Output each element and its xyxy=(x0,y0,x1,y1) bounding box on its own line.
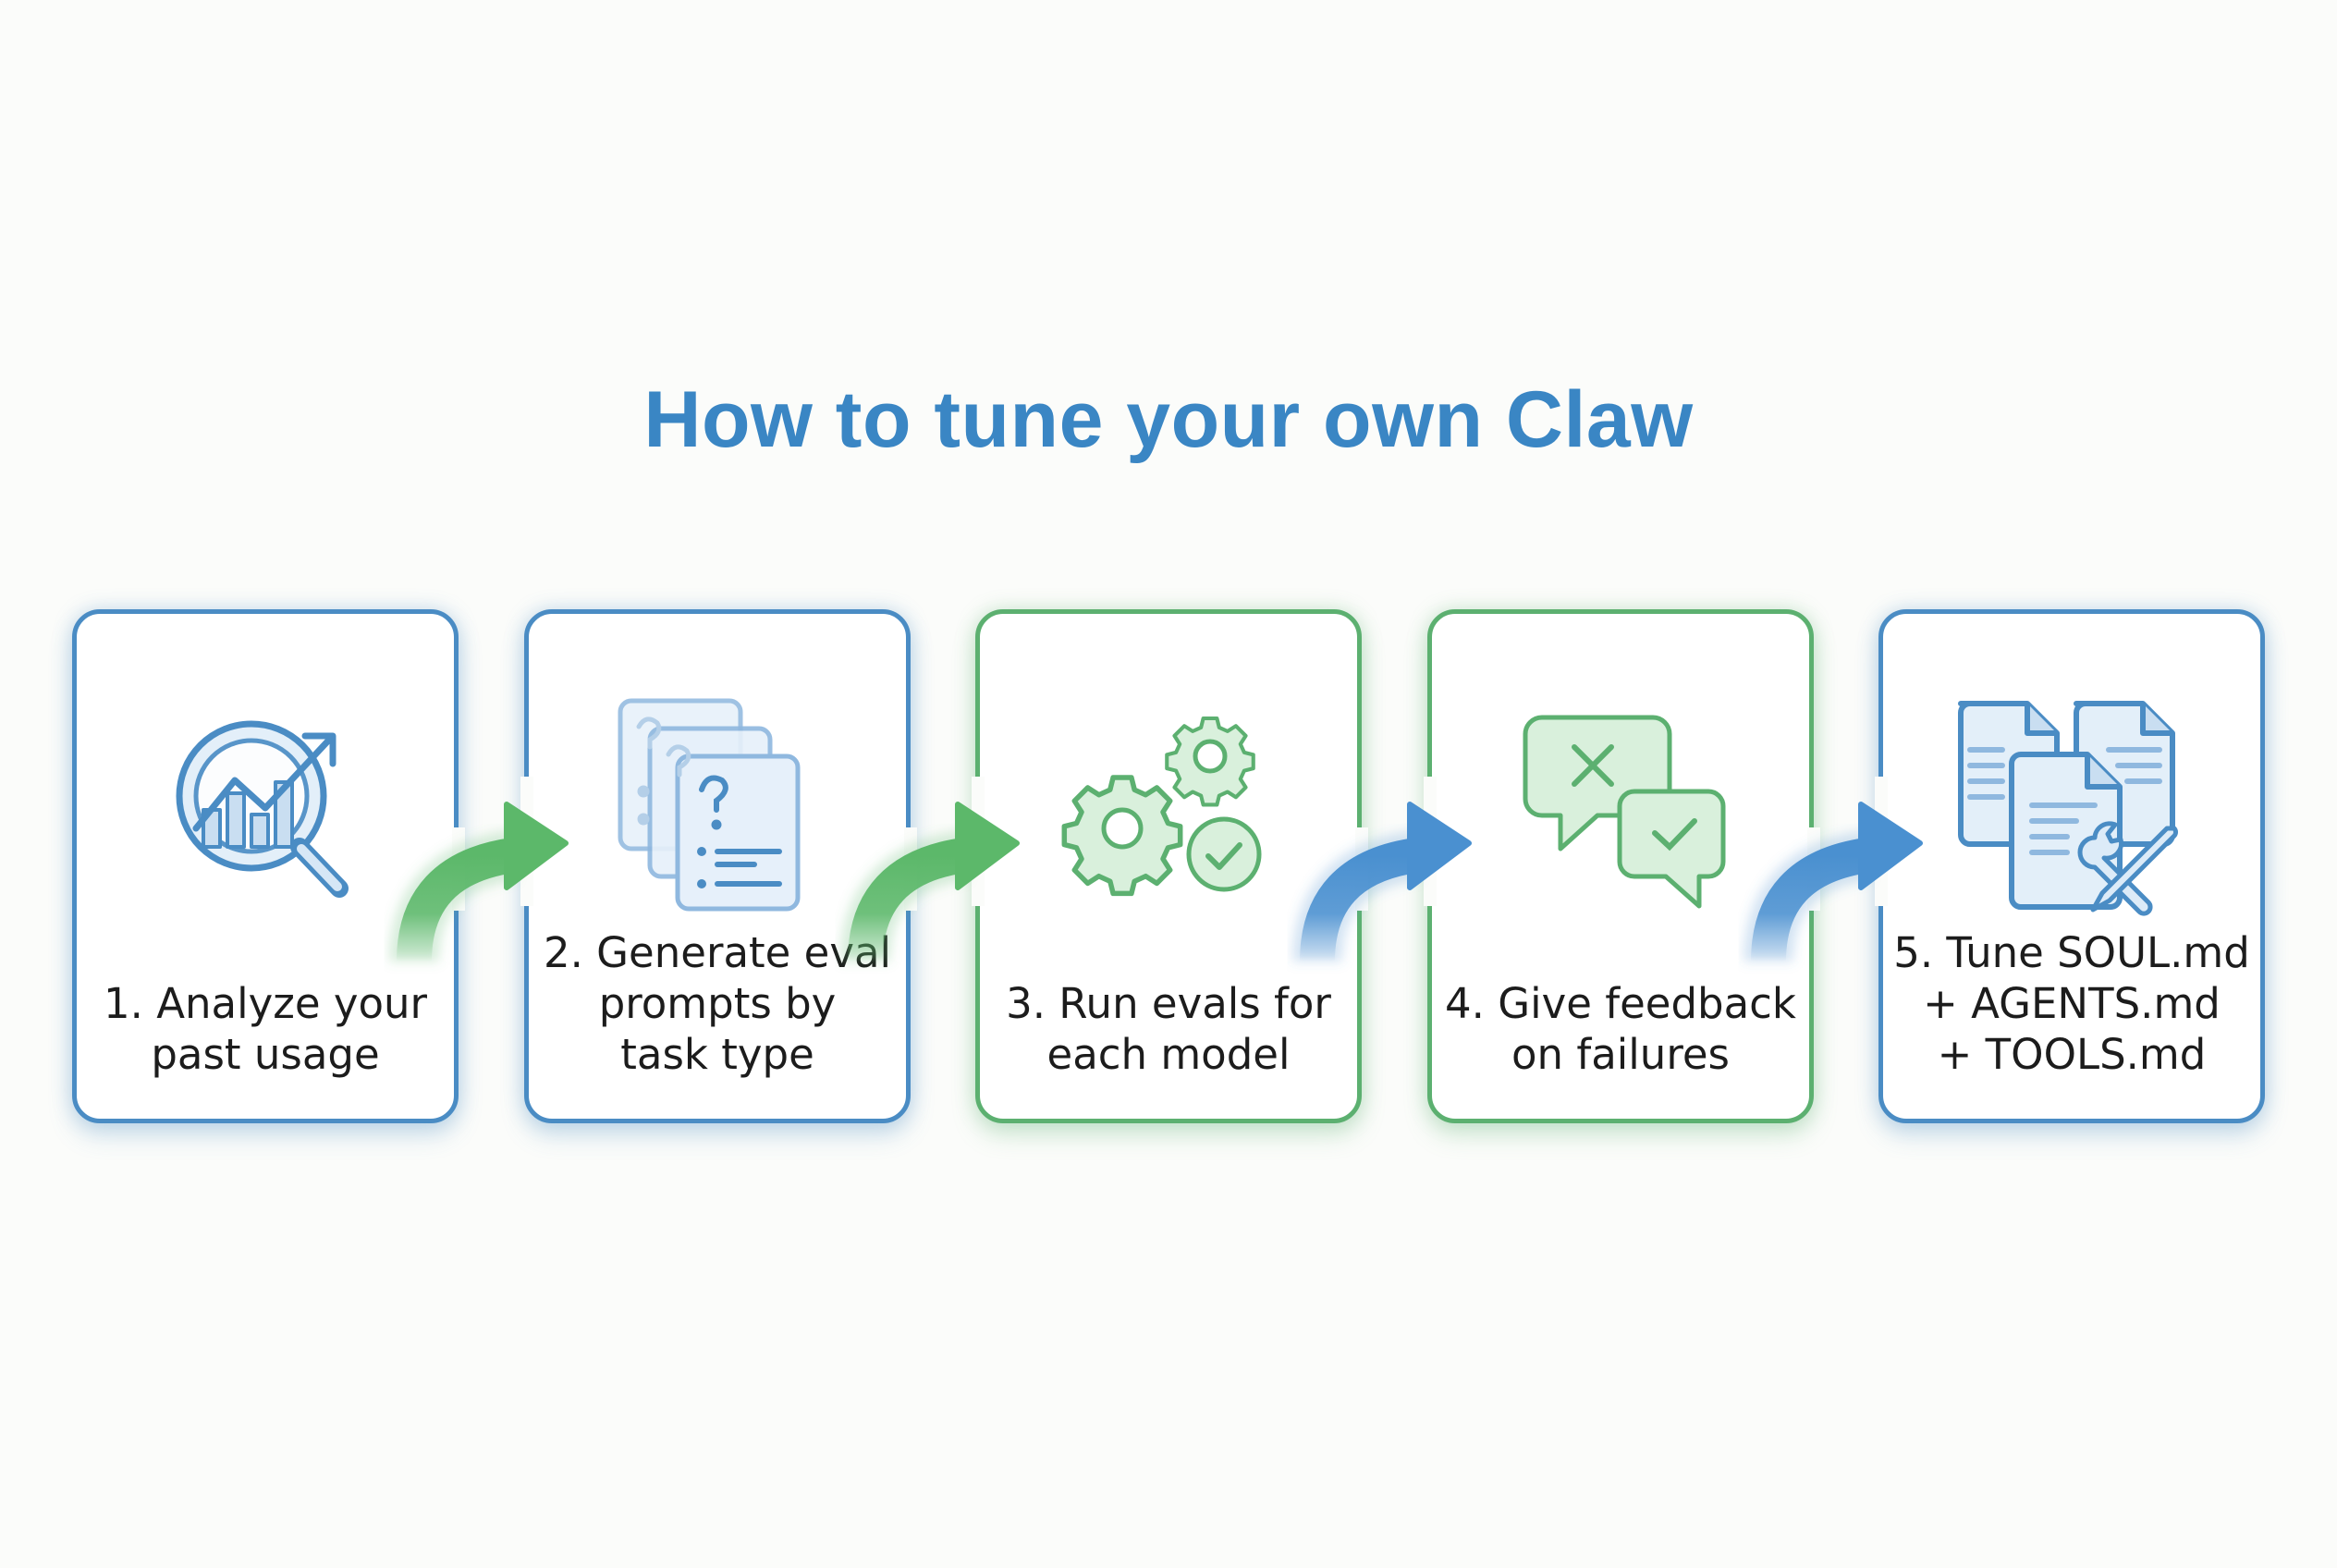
step-card-2: 2. Generate eval prompts by task type xyxy=(524,609,911,1123)
page-title: How to tune your own Claw xyxy=(643,375,1694,464)
magnifier-chart-icon xyxy=(150,690,381,921)
question-documents-icon xyxy=(602,690,833,921)
chat-feedback-icon xyxy=(1505,690,1736,921)
step-label: 2. Generate eval prompts by task type xyxy=(543,928,892,1079)
documents-tools-icon xyxy=(1947,690,2196,921)
border-gap xyxy=(972,777,985,906)
border-gap xyxy=(1424,777,1437,906)
step-card-1: 1. Analyze your past usage xyxy=(72,609,459,1123)
border-gap xyxy=(1875,777,1888,906)
border-gap xyxy=(904,827,917,911)
step-label: 1. Analyze your past usage xyxy=(103,979,428,1079)
step-card-4: 4. Give feedback on failures xyxy=(1427,609,1814,1123)
step-label: 4. Give feedback on failures xyxy=(1445,979,1796,1079)
step-card-5: 5. Tune SOUL.md + AGENTS.md + TOOLS.md xyxy=(1878,609,2265,1123)
step-card-3: 3. Run evals for each model xyxy=(975,609,1362,1123)
step-label: 3. Run evals for each model xyxy=(1006,979,1331,1079)
border-gap xyxy=(520,777,533,906)
gears-check-icon xyxy=(1053,690,1284,921)
step-label: 5. Tune SOUL.md + AGENTS.md + TOOLS.md xyxy=(1893,928,2250,1079)
border-gap xyxy=(452,827,465,911)
border-gap xyxy=(1807,827,1820,911)
border-gap xyxy=(1355,827,1368,911)
